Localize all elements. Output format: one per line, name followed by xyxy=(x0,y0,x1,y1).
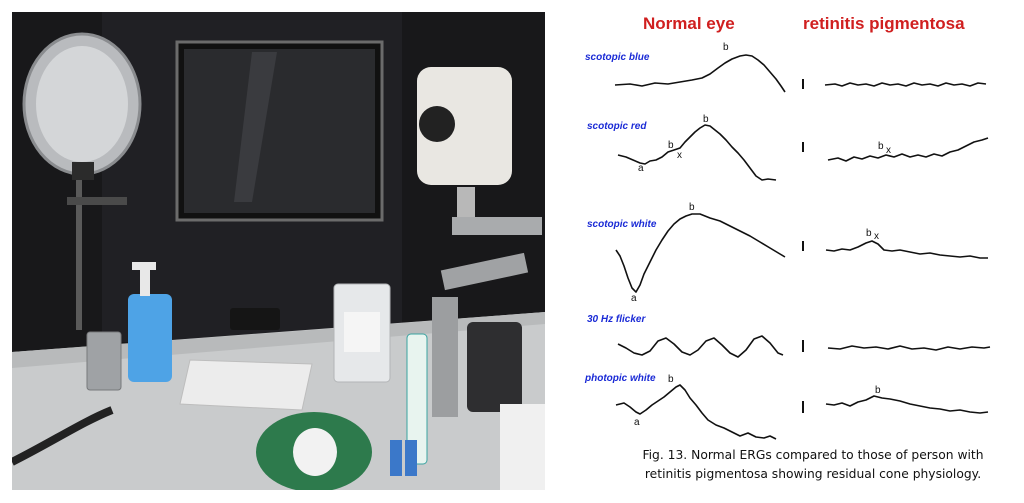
monitor xyxy=(175,40,384,222)
header-retinitis-pigmentosa: retinitis pigmentosa xyxy=(803,14,965,33)
mark-b-row1: b xyxy=(723,42,729,53)
trace-normal-30hz-flicker xyxy=(617,335,784,358)
figure-caption: Fig. 13. Normal ERGs compared to those o… xyxy=(608,446,1018,484)
mark-b-rp-row5: b xyxy=(875,385,881,396)
row-label-photopic-white: photopic white xyxy=(585,373,656,384)
blue-bottle xyxy=(128,262,172,382)
trace-normal-scotopic-white xyxy=(615,213,786,293)
erg-traces xyxy=(614,54,991,440)
header-normal-eye: Normal eye xyxy=(643,14,735,33)
trace-rp-scotopic-white xyxy=(825,240,988,259)
trace-rp-scotopic-blue xyxy=(824,82,987,87)
mouse-pad xyxy=(256,412,372,490)
trace-rp-scotopic-red xyxy=(827,137,989,162)
lab-photo xyxy=(12,12,545,490)
mark-a-row2: a xyxy=(638,163,644,174)
trace-rp-30hz-flicker xyxy=(827,345,991,351)
erg-figure: Normal eye retinitis pigmentosa scotopic… xyxy=(570,0,1024,503)
perimeter-bowl xyxy=(22,32,142,330)
mark-bx-b-rp-row2: b xyxy=(878,141,884,152)
mark-b-row2: b xyxy=(703,114,709,125)
row-label-scotopic-white: scotopic white xyxy=(587,219,657,230)
camera-head xyxy=(417,67,542,417)
row-label-30hz-flicker: 30 Hz flicker xyxy=(587,314,646,325)
mark-a-row5: a xyxy=(634,417,640,428)
mark-bx-b-row2: b xyxy=(668,140,674,151)
caption-line-1: Fig. 13. Normal ERGs compared to those o… xyxy=(642,448,984,462)
mark-a-row3: a xyxy=(631,293,637,304)
trace-rp-photopic-white xyxy=(825,395,989,414)
trace-normal-scotopic-red xyxy=(617,124,777,181)
mark-b-row5: b xyxy=(668,374,674,385)
tissue-box xyxy=(333,283,391,383)
mark-bx-x-rp-row3: x xyxy=(874,231,879,242)
mark-bx-x-row2: x xyxy=(677,150,682,161)
trace-normal-scotopic-blue xyxy=(614,54,786,93)
mark-bx-b-rp-row3: b xyxy=(866,228,872,239)
caption-line-2: retinitis pigmentosa showing residual co… xyxy=(644,467,982,481)
row-label-scotopic-blue: scotopic blue xyxy=(585,52,650,63)
row-label-scotopic-red: scotopic red xyxy=(587,121,647,132)
mark-bx-x-rp-row2: x xyxy=(886,145,891,156)
mark-b-row3: b xyxy=(689,202,695,213)
trace-normal-photopic-white xyxy=(615,384,777,440)
